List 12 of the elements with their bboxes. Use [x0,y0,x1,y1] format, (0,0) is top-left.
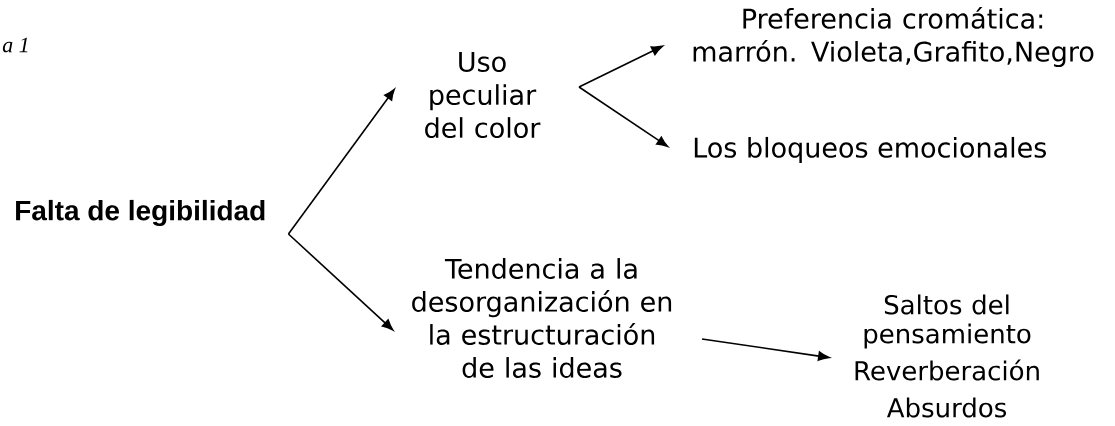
arrow [287,88,395,235]
concept-text: Preferencia cromática: marrón. Violeta,Grafito,Negro [693,6,1094,68]
arrow [578,45,663,88]
figure-label: a 1 [2,37,28,53]
concept-text: Falta de legibilidad [16,199,265,227]
concept-text: Tendencia a la desorganización en la estructuración de las ideas [412,258,672,378]
arrow [287,233,394,331]
arrow [701,338,830,361]
concept-text: Uso peculiar del color [425,51,541,139]
concept-text: Los bloqueos emocionales [694,136,1046,164]
concept-text: Saltos del pensamiento Reverberación Absurdos [855,294,1039,418]
arrow [578,86,669,148]
